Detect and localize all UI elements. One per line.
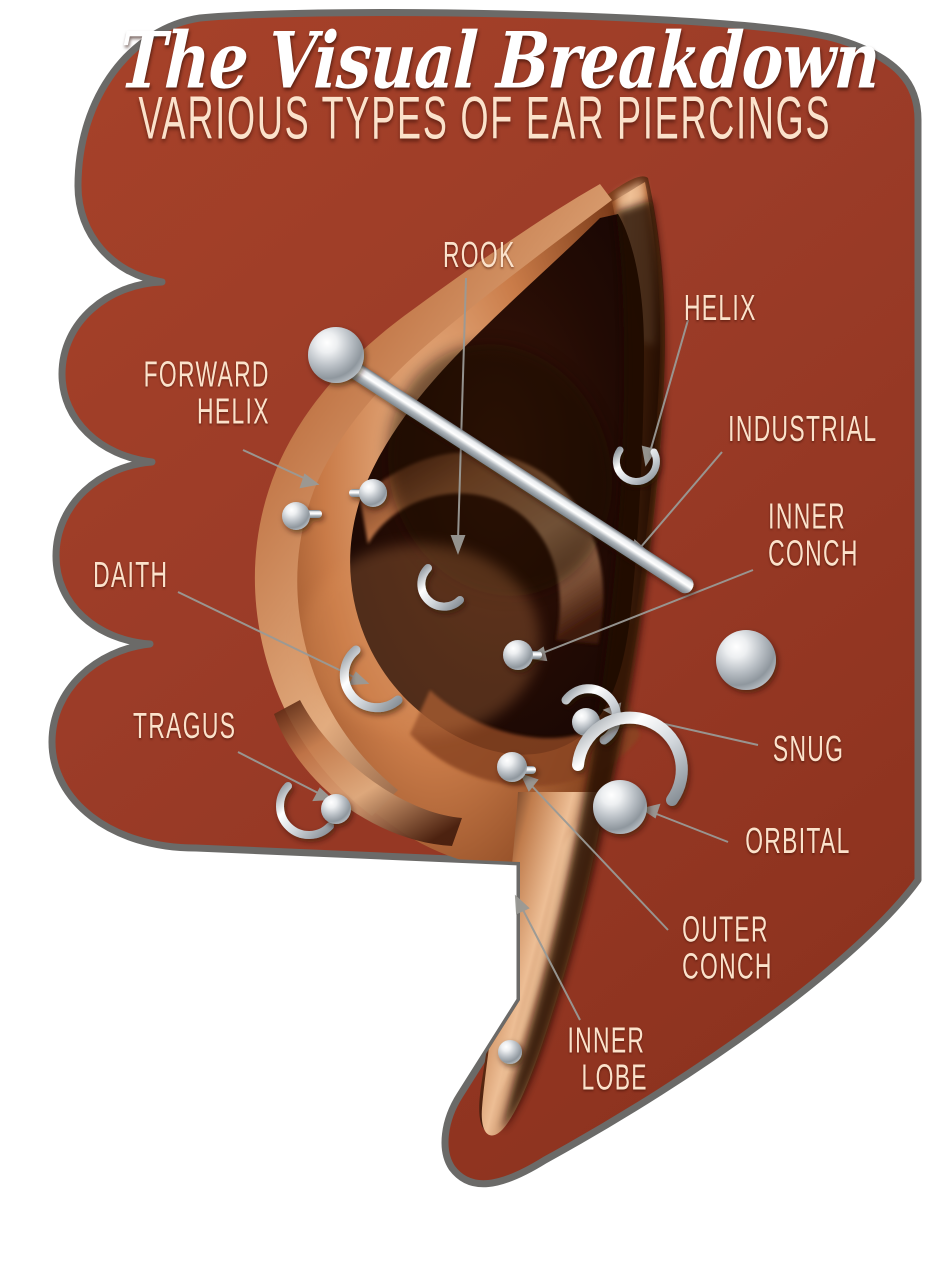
- forward-helix-stud-upper: [349, 479, 387, 507]
- industrial-top-ball: [308, 327, 364, 383]
- helix-ring: [612, 446, 660, 485]
- orbital-leader: [640, 803, 729, 843]
- orbital-ring: [572, 711, 688, 806]
- poster-title-subtitle: Various Types of Ear Piercings: [138, 85, 832, 152]
- tragus-ball: [321, 794, 351, 824]
- ear-tragus-flap: [274, 700, 462, 846]
- ear-outer-shadow: [502, 200, 665, 1130]
- industrial-bottom-ball: [716, 630, 776, 690]
- rook-leader: [450, 277, 467, 555]
- inner-conch-stud: [503, 640, 542, 670]
- outer-conch-stud: [497, 752, 536, 782]
- snug-ring: [561, 684, 621, 745]
- forward-helix-leader: [242, 449, 320, 489]
- outer-conch-leader: [520, 773, 669, 931]
- forward-helix-stud: [282, 502, 322, 530]
- tragus-ring: [276, 782, 334, 839]
- industrial-barbell: [338, 356, 694, 594]
- jewelry-group: [276, 327, 776, 1064]
- daith-ring: [339, 645, 403, 713]
- inner-lobe-leader: [514, 894, 581, 1021]
- inner-lobe-stud: [498, 1040, 522, 1064]
- ear-front-helix-fold: [254, 184, 612, 816]
- daith-leader: [177, 591, 370, 686]
- orbital-ball: [593, 780, 647, 834]
- rook-ring: [417, 564, 464, 611]
- ear-warm-glow: [300, 544, 540, 736]
- ear-lobe-crease: [496, 820, 578, 1098]
